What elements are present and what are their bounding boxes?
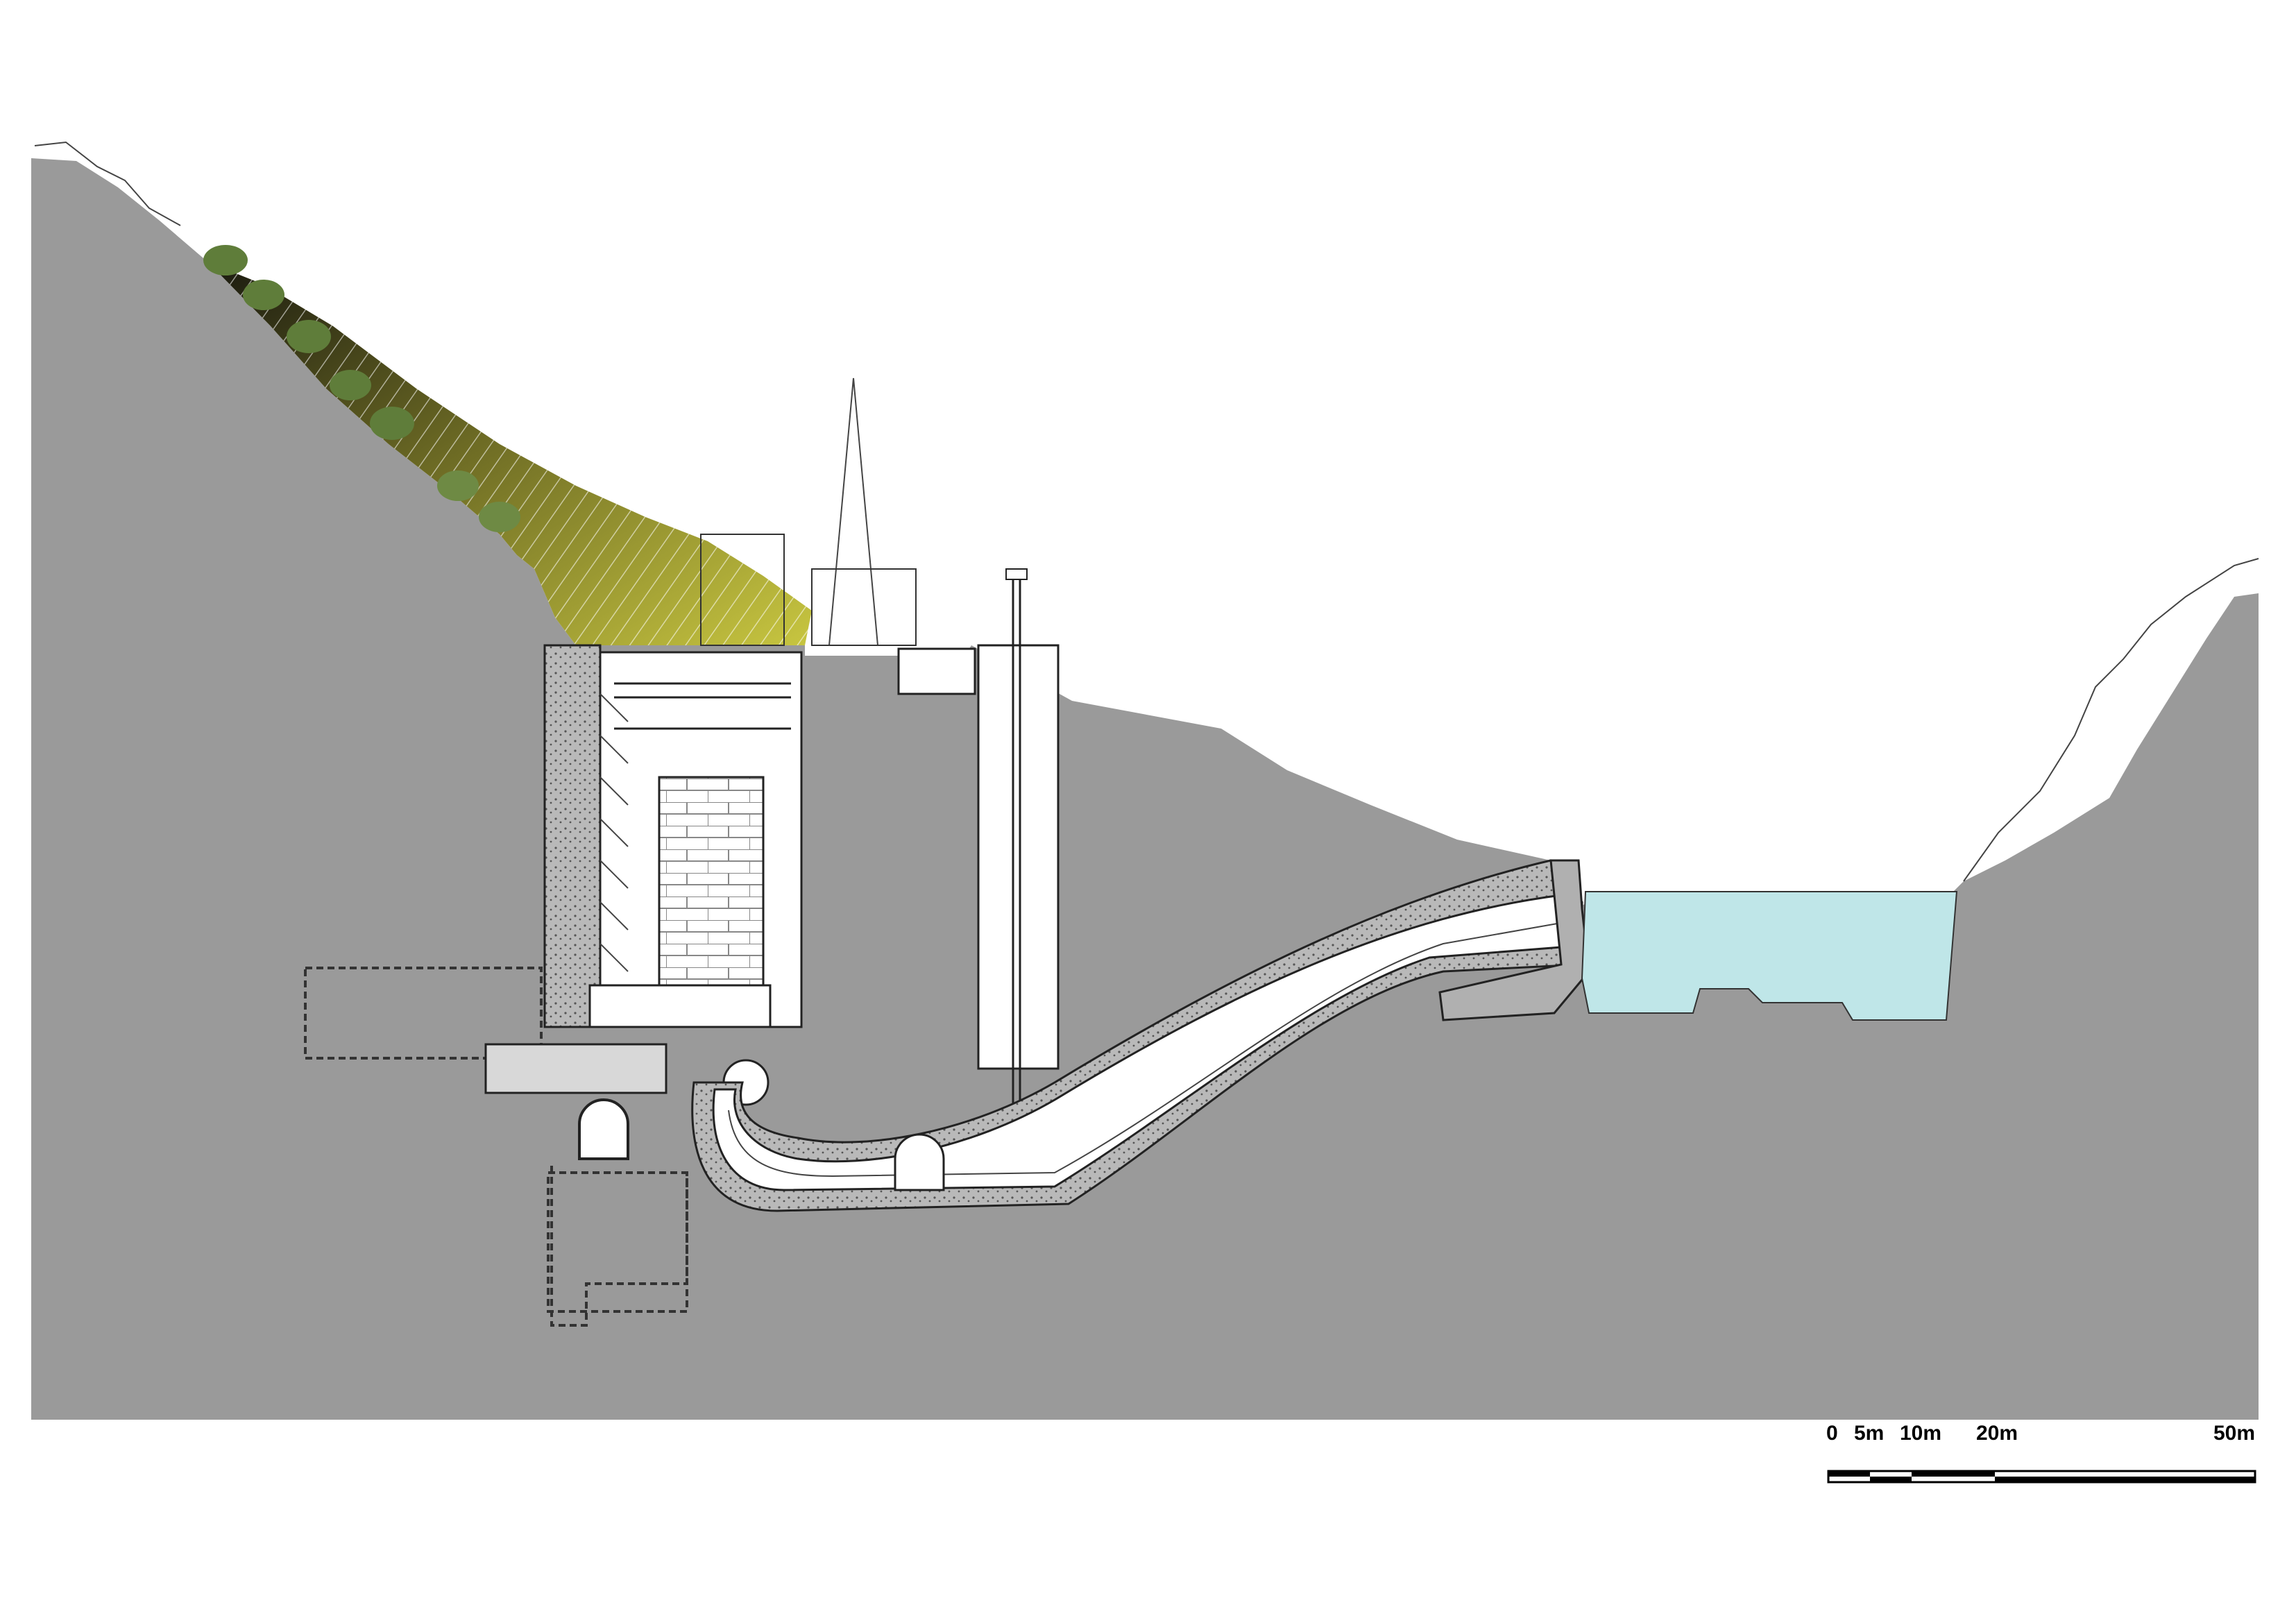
access-shaft <box>977 644 1060 1070</box>
roof-building <box>811 568 917 646</box>
tree <box>370 407 414 440</box>
hall-masonry <box>658 776 765 987</box>
scale-label-20m: 20m <box>1976 1422 2018 1445</box>
control-room <box>897 647 976 695</box>
scale-seg-10-20 <box>1912 1471 1995 1477</box>
bedrock-section <box>31 158 2259 1420</box>
tree <box>437 470 479 501</box>
tree <box>330 370 371 400</box>
tree <box>479 502 520 532</box>
left-annex-dashed <box>304 967 543 1060</box>
shaft-cable <box>1012 569 1021 1152</box>
inlet-gallery <box>484 1043 667 1094</box>
tree <box>287 320 331 353</box>
intake-structure <box>1438 859 1590 1021</box>
left-mountain-outline <box>34 141 181 226</box>
vegetated-slope-hatch <box>208 262 812 645</box>
tree-group <box>203 245 520 532</box>
penstock-bore <box>712 894 1563 1191</box>
access-tunnel <box>578 1098 629 1160</box>
power-station-structure <box>304 377 1060 1327</box>
scale-label-5m: 5m <box>1854 1422 1884 1445</box>
penstock-centerline <box>728 922 1562 1178</box>
reservoir-water <box>1581 891 1958 1021</box>
crane-beam <box>614 682 791 730</box>
shaft-head <box>1005 568 1028 580</box>
chimney <box>828 377 878 646</box>
structure-wall <box>543 644 602 1028</box>
scale-label-0: 0 <box>1826 1422 1838 1445</box>
scale-seg-20-50 <box>1995 1477 2255 1482</box>
lower-shaft-dashed <box>550 1166 688 1327</box>
roof-equipment <box>700 534 785 646</box>
tree <box>243 280 284 310</box>
lower-chamber-dashed <box>547 1171 688 1313</box>
scale-seg-0-5 <box>1828 1471 1870 1477</box>
scale-label-10m: 10m <box>1900 1422 1941 1445</box>
scale-seg-5-10 <box>1870 1477 1912 1482</box>
lower-floor <box>588 984 772 1028</box>
right-mountain-outline <box>1963 558 2259 882</box>
scale-bar: 0 5m 10m 20m 50m <box>1826 1422 2256 1484</box>
tree <box>203 245 248 275</box>
stair-flights <box>599 693 629 1014</box>
gallery-arch <box>894 1133 945 1191</box>
scale-label-50m: 50m <box>2213 1422 2255 1445</box>
